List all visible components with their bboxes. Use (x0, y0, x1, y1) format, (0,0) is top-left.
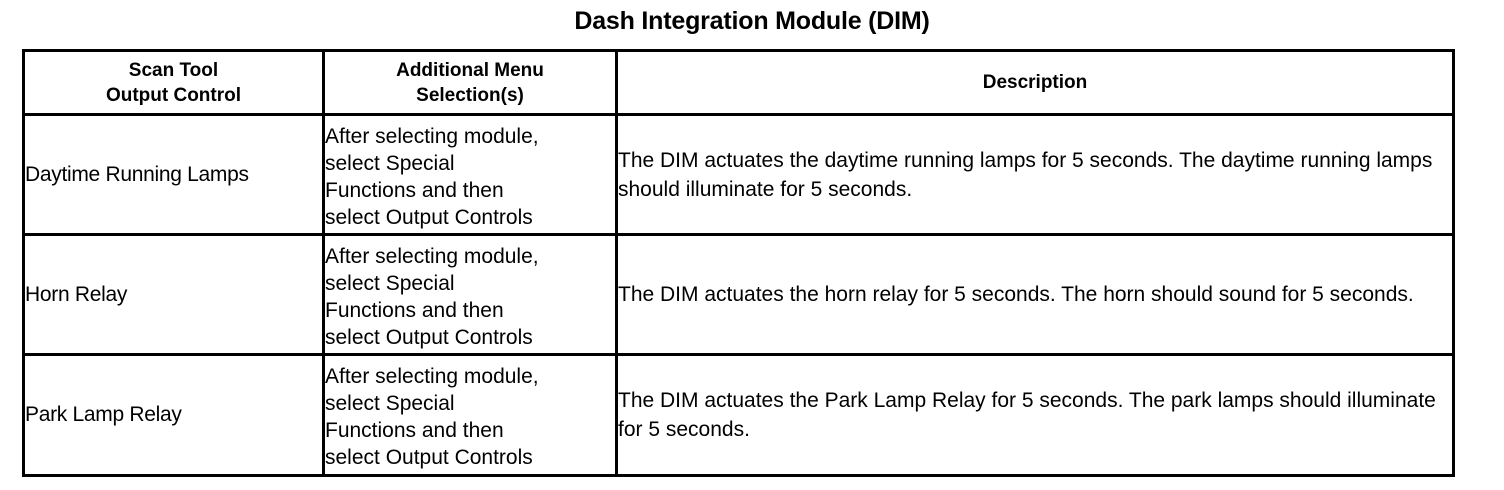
menu-selection-line: After selecting module, (325, 365, 539, 388)
cell-output-control: Horn Relay (22, 233, 325, 356)
column-header-description-label: Description (982, 72, 1088, 93)
menu-selection-line: After selecting module, (325, 124, 539, 148)
dim-table-container: Scan Tool Output Control Additional Menu… (22, 49, 1455, 477)
menu-selection-line: select Special (325, 392, 455, 415)
cell-description: The DIM actuates the daytime running lam… (615, 113, 1455, 236)
table-row: Horn Relay After selecting module, selec… (22, 233, 1455, 356)
page-title: Dash Integration Module (DIM) (574, 7, 930, 35)
menu-selection-lines: After selecting module, select Special F… (325, 359, 615, 471)
column-header-scan-tool-line2: Output Control (105, 84, 242, 106)
table-body: Daytime Running Lamps After selecting mo… (22, 113, 1455, 477)
menu-selection-line: Functions and then (325, 298, 504, 322)
menu-selection-line: Functions and then (325, 178, 504, 202)
menu-selection-line: select Special (325, 151, 455, 175)
cell-menu-selection: After selecting module, select Special F… (322, 113, 618, 236)
table-header-row: Scan Tool Output Control Additional Menu… (22, 49, 1455, 116)
menu-selection-line: After selecting module, (325, 244, 539, 268)
cell-description: The DIM actuates the Park Lamp Relay for… (615, 353, 1455, 477)
menu-selection-line: Functions and then (325, 419, 504, 442)
dash-integration-module-table: Scan Tool Output Control Additional Menu… (22, 49, 1455, 477)
menu-selection-line: select Output Controls (325, 446, 533, 469)
menu-selection-lines: After selecting module, select Special F… (325, 239, 615, 351)
column-header-scan-tool-output-control: Scan Tool Output Control (22, 49, 325, 116)
table-row: Park Lamp Relay After selecting module, … (22, 353, 1455, 477)
column-header-additional-menu-line2: Selection(s) (416, 84, 524, 106)
menu-selection-lines: After selecting module, select Special F… (325, 119, 615, 231)
cell-description: The DIM actuates the horn relay for 5 se… (615, 233, 1455, 356)
menu-selection-line: select Output Controls (325, 325, 533, 349)
cell-menu-selection: After selecting module, select Special F… (322, 233, 618, 356)
cell-output-control: Daytime Running Lamps (22, 113, 325, 236)
table-header: Scan Tool Output Control Additional Menu… (22, 49, 1455, 116)
column-header-additional-menu-selections: Additional Menu Selection(s) (322, 49, 618, 116)
cell-menu-selection: After selecting module, select Special F… (322, 353, 618, 477)
cell-output-control: Park Lamp Relay (22, 353, 325, 477)
column-header-additional-menu-line1: Additional Menu (396, 59, 544, 81)
column-header-scan-tool-line1: Scan Tool (128, 59, 219, 81)
table-row: Daytime Running Lamps After selecting mo… (22, 113, 1455, 236)
menu-selection-line: select Output Controls (325, 205, 533, 229)
column-header-description: Description (615, 49, 1455, 116)
menu-selection-line: select Special (325, 271, 455, 295)
